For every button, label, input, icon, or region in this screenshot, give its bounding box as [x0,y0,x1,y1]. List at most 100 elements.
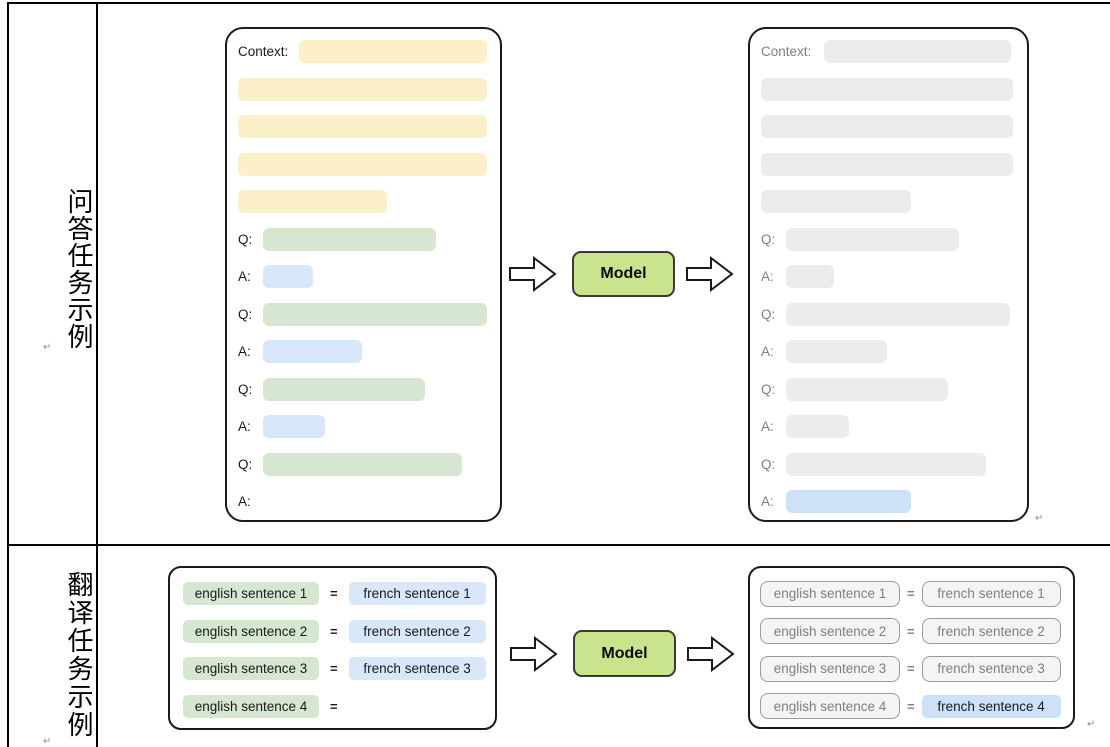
qa-panel-row: A: [761,490,1017,513]
row-label: Q: [238,456,253,472]
paragraph-mark-icon: ↵ [1087,719,1096,730]
french-chip: french sentence 3 [921,655,1061,682]
row-label: Q: [238,231,253,247]
context-bar [238,115,487,138]
table-column-divider [96,2,98,747]
qa-output-panel: Context:Q:A:Q:A:Q:A:Q:A: [748,27,1029,522]
qa-panel-row [238,190,490,213]
context-bar [238,77,487,101]
row-label: Q: [761,456,776,472]
qa-panel-row [238,77,490,101]
qa-panel-row: Q: [238,302,490,326]
row-label: Context: [238,44,289,59]
qa-panel-row: Q: [238,377,490,401]
qa-row-label: 问答任务示例 [64,188,93,350]
question-bar [263,377,425,401]
english-chip: english sentence 4 [183,694,319,718]
model-label: Model [600,265,647,282]
context-bar [761,190,911,213]
translation-row: english sentence 4 = french sentence 4 [760,688,1065,726]
qa-input-panel: Context: Q: A: Q: A: Q: A: Q: A: [225,27,502,522]
question-bar [263,302,487,326]
qa-panel-row: A: [238,415,490,438]
answer-bar [263,415,325,438]
equals-sign: = [330,661,338,677]
translation-row: english sentence 1=french sentence 1 [760,575,1065,613]
english-chip: english sentence 2 [183,619,319,643]
row-label: Q: [761,306,776,322]
answer-bar [786,415,849,438]
question-bar [786,377,948,401]
row-label: A: [761,269,774,284]
context-bar [761,115,1013,138]
qa-panel-row: A: [761,415,1017,438]
translation-row: english sentence 3 = french sentence 3 [183,650,487,688]
question-bar [263,227,436,251]
qa-panel-row: Q: [238,227,490,251]
row-label: Q: [238,381,253,397]
model-box: Model [572,251,675,297]
model-box: Model [573,630,676,677]
english-chip: english sentence 4 [760,693,900,720]
table-row-divider [7,544,1110,546]
qa-panel-row [761,115,1017,138]
answer-bar [263,340,362,363]
paragraph-mark-icon: ↵ [1035,513,1044,524]
question-bar [786,227,959,251]
row-label: A: [761,494,774,509]
qa-panel-row: Q: [761,452,1017,476]
row-label: A: [238,419,251,434]
table-border-top [7,2,1110,4]
equals-sign: = [907,661,915,677]
table-border-left [7,2,9,747]
equals-sign: = [330,586,338,602]
qa-panel-row [761,190,1017,213]
qa-panel-row: Context: [238,40,490,63]
qa-panel-row: A: [238,265,490,288]
qa-panel-row [761,77,1017,101]
paragraph-mark-icon: ↵ [43,342,52,353]
translation-row: english sentence 3=french sentence 3 [760,650,1065,688]
question-bar [786,302,1010,326]
qa-panel-row: A: [238,340,490,363]
row-label: A: [238,494,251,509]
arrow-right-icon [509,255,557,293]
row-label: A: [238,344,251,359]
context-bar [824,40,1011,63]
translation-row: english sentence 4 = [183,688,487,726]
equals-sign: = [330,698,338,714]
context-bar [299,40,487,63]
arrow-right-icon [686,255,734,293]
row-label: Q: [761,381,776,397]
answer-bar [786,265,834,288]
question-bar [786,452,986,476]
predicted-answer-bar [786,490,911,513]
translation-row-label: 翻译任务示例 [64,571,93,739]
arrow-right-icon [510,635,558,673]
row-label: Q: [238,306,253,322]
model-label: Model [601,644,648,662]
english-chip: english sentence 3 [183,657,319,681]
english-chip: english sentence 1 [760,580,900,607]
equals-sign: = [907,623,915,639]
context-bar [238,190,387,213]
french-chip: french sentence 1 [921,580,1061,607]
translation-row: english sentence 2=french sentence 2 [760,613,1065,651]
equals-sign: = [907,698,915,714]
translation-row: english sentence 1=french sentence 1 [183,575,487,613]
context-bar [761,77,1013,101]
french-chip: french sentence 3 [348,657,486,681]
qa-panel-row: Q: [238,452,490,476]
qa-panel-row: A: [238,490,490,513]
row-label: A: [761,419,774,434]
qa-panel-row [761,152,1017,176]
qa-panel-row: Q: [761,227,1017,251]
translation-row: english sentence 2=french sentence 2 [183,613,487,651]
french-chip: french sentence 4 [921,694,1061,718]
row-label: A: [238,269,251,284]
row-label: A: [761,344,774,359]
qa-panel-row: A: [761,340,1017,363]
